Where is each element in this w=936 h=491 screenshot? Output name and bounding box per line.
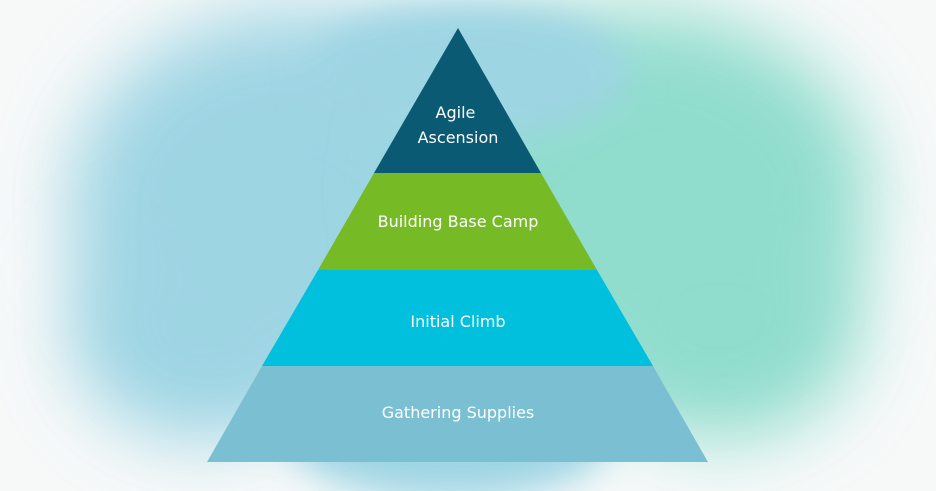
tier-label-initial-climb: Initial Climb (410, 312, 505, 331)
tier-label-agile-ascension: Agile Ascension (418, 103, 499, 147)
tier-label-building-base-camp: Building Base Camp (378, 212, 539, 231)
tier-building-base-camp (318, 173, 597, 270)
tier-label-gathering-supplies: Gathering Supplies (382, 403, 535, 422)
tier-gathering-supplies (207, 366, 708, 462)
pyramid: Agile Ascension Building Base Camp Initi… (207, 28, 708, 462)
tier-agile-ascension (374, 28, 541, 173)
tier-initial-climb (262, 270, 653, 366)
